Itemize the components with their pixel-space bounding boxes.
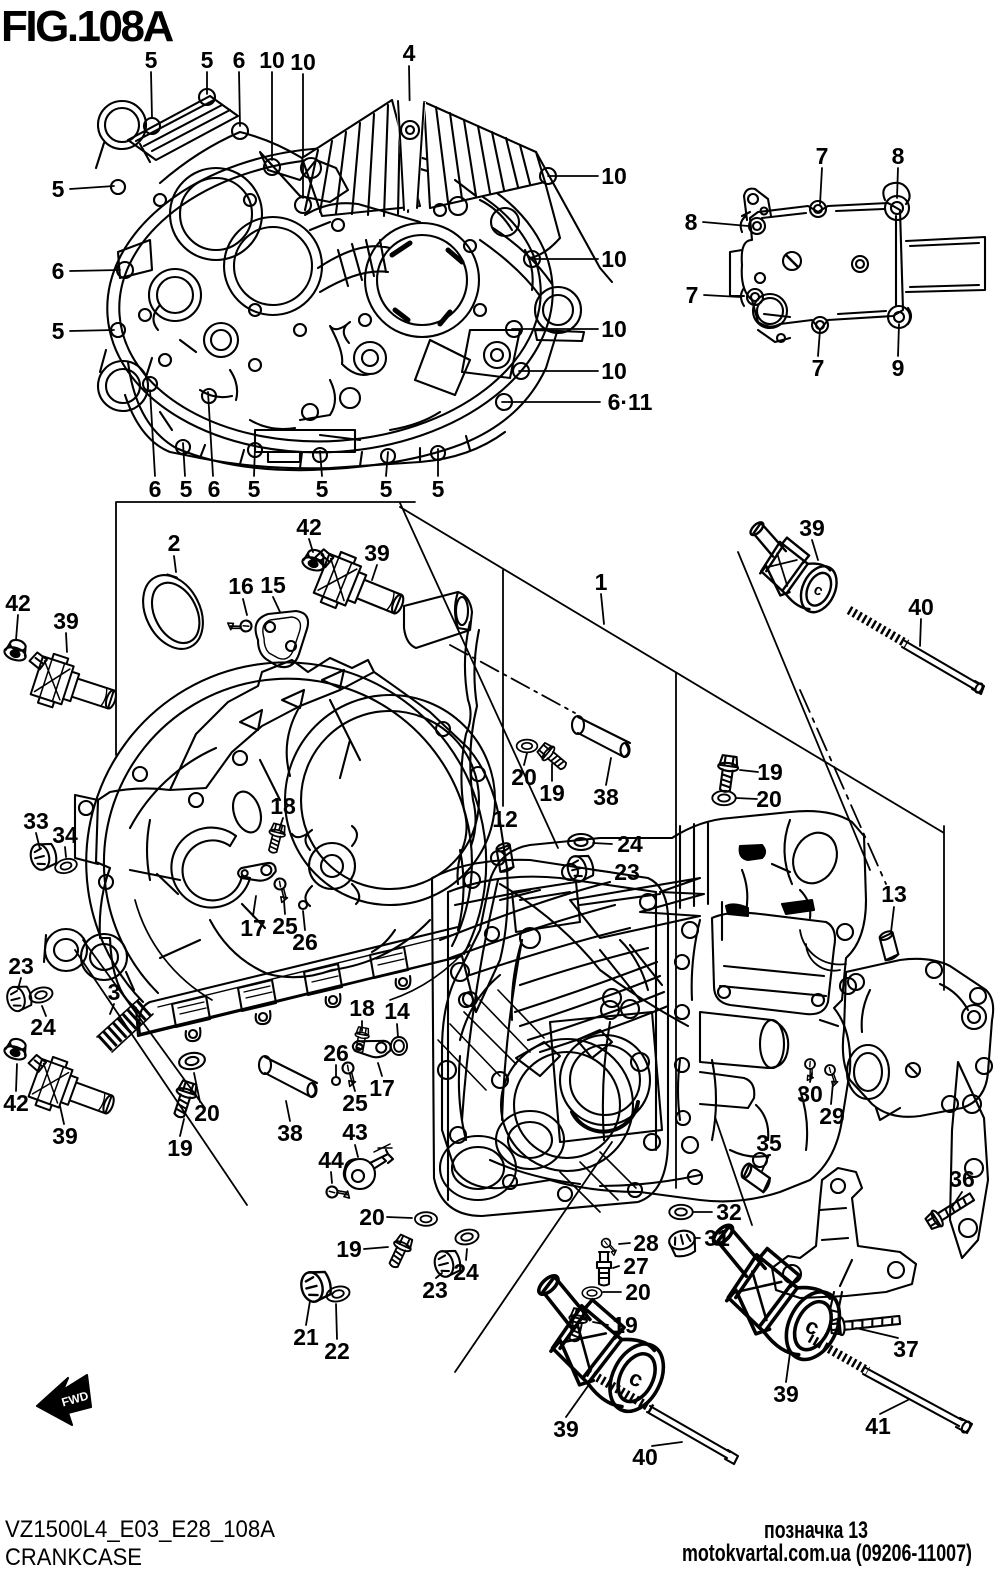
svg-text:44: 44	[318, 1147, 344, 1173]
svg-text:10: 10	[601, 358, 627, 384]
svg-text:20: 20	[194, 1100, 220, 1126]
svg-text:29: 29	[819, 1103, 845, 1129]
svg-text:6: 6	[149, 476, 162, 502]
svg-text:39: 39	[553, 1416, 579, 1442]
svg-text:5: 5	[316, 476, 329, 502]
svg-text:42: 42	[3, 1090, 29, 1116]
svg-text:17: 17	[369, 1075, 395, 1101]
svg-text:40: 40	[632, 1444, 658, 1470]
svg-text:20: 20	[359, 1204, 385, 1230]
svg-text:38: 38	[593, 784, 619, 810]
svg-text:24: 24	[453, 1259, 479, 1285]
svg-text:33: 33	[23, 808, 49, 834]
svg-text:8: 8	[685, 209, 698, 235]
svg-text:36: 36	[949, 1166, 975, 1192]
svg-text:43: 43	[342, 1119, 368, 1145]
svg-text:19: 19	[539, 780, 565, 806]
svg-text:25: 25	[342, 1090, 368, 1116]
svg-text:CRANKCASE: CRANKCASE	[5, 1544, 142, 1571]
svg-text:23: 23	[422, 1277, 448, 1303]
svg-text:5: 5	[145, 47, 158, 73]
svg-text:23: 23	[614, 859, 640, 885]
svg-text:39: 39	[364, 540, 390, 566]
svg-text:13: 13	[881, 881, 907, 907]
svg-text:10: 10	[601, 316, 627, 342]
svg-text:34: 34	[52, 822, 78, 848]
svg-text:26: 26	[292, 929, 318, 955]
svg-text:23: 23	[8, 953, 34, 979]
svg-text:24: 24	[617, 831, 643, 857]
svg-text:40: 40	[908, 594, 934, 620]
svg-text:VZ1500L4_E03_E28_108A: VZ1500L4_E03_E28_108A	[5, 1516, 275, 1543]
svg-text:2: 2	[168, 530, 181, 556]
svg-text:FIG.108A: FIG.108A	[1, 2, 173, 51]
svg-text:6: 6	[233, 47, 246, 73]
svg-text:10: 10	[601, 246, 627, 272]
svg-text:27: 27	[623, 1253, 649, 1279]
svg-text:39: 39	[799, 515, 825, 541]
svg-text:17: 17	[240, 915, 266, 941]
svg-text:22: 22	[324, 1338, 350, 1364]
svg-text:19: 19	[167, 1135, 193, 1161]
svg-text:16: 16	[228, 573, 254, 599]
svg-text:5: 5	[380, 476, 393, 502]
svg-text:6·11: 6·11	[608, 389, 653, 415]
svg-text:21: 21	[293, 1324, 319, 1350]
svg-text:37: 37	[893, 1336, 919, 1362]
svg-text:7: 7	[816, 143, 829, 169]
svg-text:41: 41	[865, 1413, 891, 1439]
svg-text:18: 18	[349, 995, 375, 1021]
svg-text:позначка 13: позначка 13	[764, 1517, 868, 1544]
svg-text:9: 9	[892, 355, 905, 381]
svg-text:42: 42	[296, 514, 322, 540]
svg-text:5: 5	[52, 318, 65, 344]
svg-text:15: 15	[260, 572, 286, 598]
svg-text:30: 30	[797, 1081, 823, 1107]
svg-text:8: 8	[892, 143, 905, 169]
svg-text:19: 19	[336, 1236, 362, 1262]
svg-text:10: 10	[290, 49, 316, 75]
svg-text:28: 28	[633, 1230, 659, 1256]
svg-text:7: 7	[812, 355, 825, 381]
svg-text:25: 25	[272, 913, 298, 939]
svg-text:5: 5	[201, 47, 214, 73]
svg-text:24: 24	[30, 1014, 56, 1040]
svg-text:26: 26	[323, 1040, 349, 1066]
svg-text:20: 20	[756, 786, 782, 812]
svg-text:5: 5	[180, 476, 193, 502]
svg-text:5: 5	[52, 176, 65, 202]
svg-text:42: 42	[5, 590, 31, 616]
svg-text:3: 3	[108, 979, 121, 1005]
svg-text:31: 31	[704, 1225, 730, 1251]
svg-text:1: 1	[595, 569, 608, 595]
svg-text:10: 10	[259, 47, 285, 73]
svg-text:39: 39	[52, 1123, 78, 1149]
svg-text:5: 5	[432, 476, 445, 502]
svg-text:10: 10	[601, 163, 627, 189]
svg-text:6: 6	[52, 258, 65, 284]
svg-text:38: 38	[277, 1120, 303, 1146]
svg-text:35: 35	[756, 1130, 782, 1156]
svg-text:19: 19	[612, 1312, 638, 1338]
svg-text:14: 14	[384, 998, 410, 1024]
svg-text:32: 32	[716, 1199, 742, 1225]
svg-text:39: 39	[773, 1381, 799, 1407]
svg-text:19: 19	[757, 759, 783, 785]
svg-text:5: 5	[248, 476, 261, 502]
svg-text:6: 6	[208, 476, 221, 502]
svg-text:18: 18	[270, 793, 296, 819]
svg-text:20: 20	[511, 764, 537, 790]
svg-text:7: 7	[686, 282, 699, 308]
svg-text:39: 39	[53, 608, 79, 634]
svg-text:20: 20	[625, 1279, 651, 1305]
svg-text:4: 4	[403, 40, 416, 66]
svg-text:motokvartal.com.ua (09206-1100: motokvartal.com.ua (09206-11007)	[682, 1540, 972, 1567]
svg-text:12: 12	[492, 806, 518, 832]
